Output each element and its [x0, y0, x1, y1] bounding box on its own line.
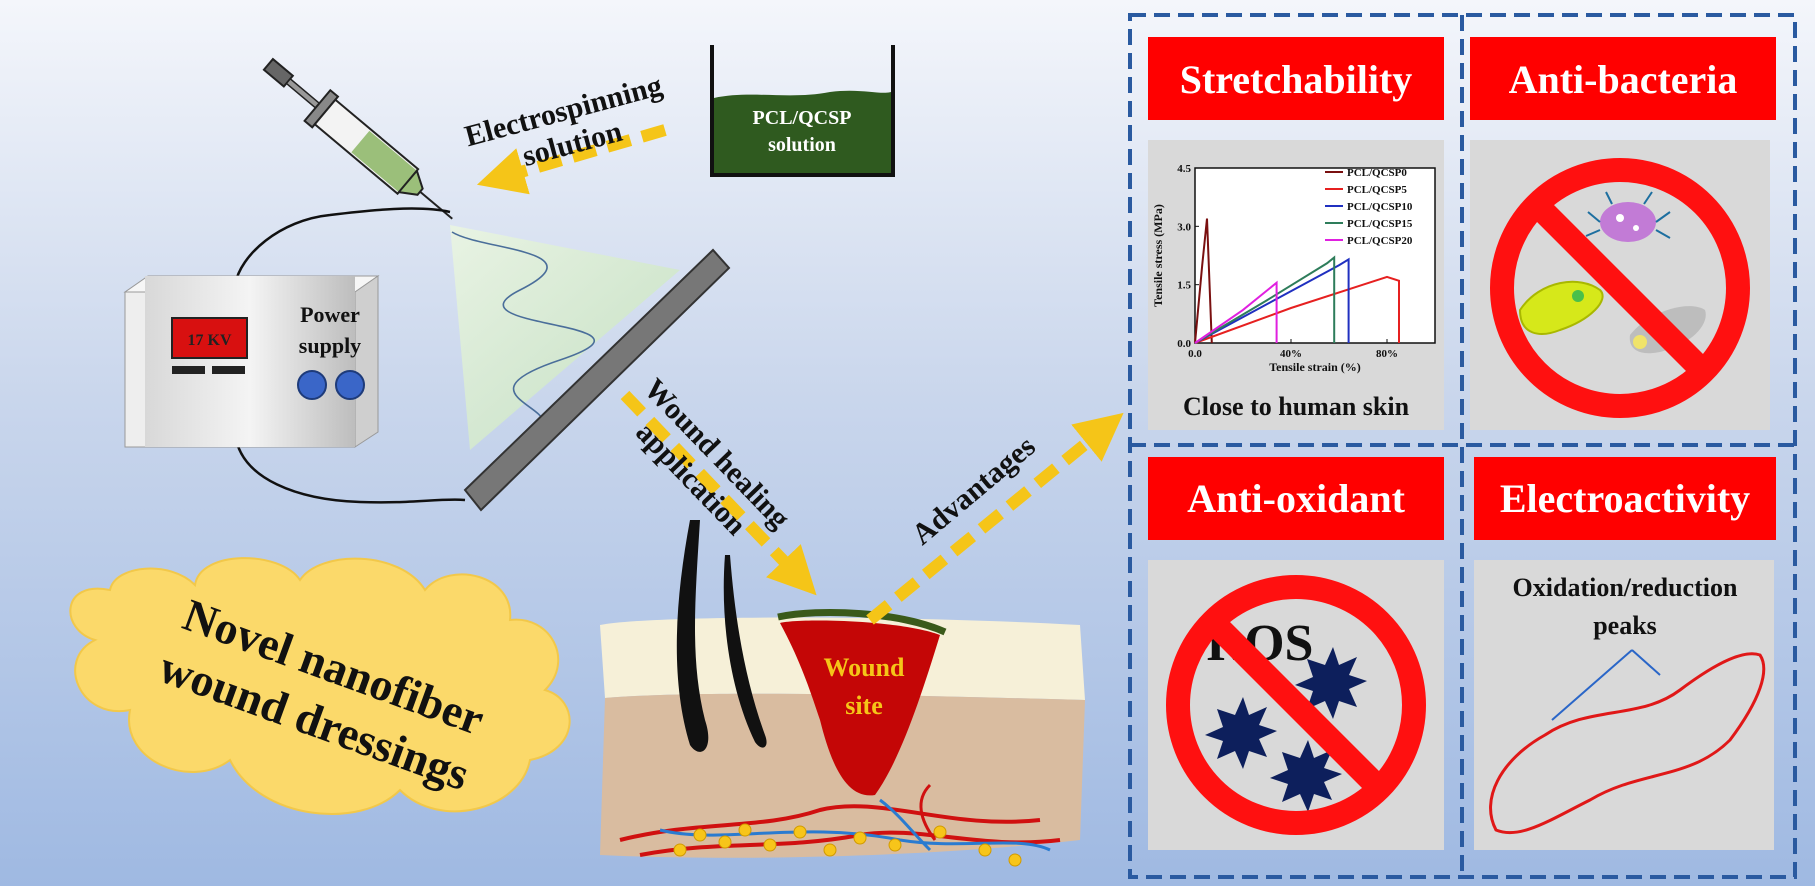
- electrospinning-arrow: Electrospinning solution: [461, 69, 667, 195]
- knob-right: [335, 370, 365, 400]
- legend-label: PCL/QCSP0: [1347, 167, 1407, 179]
- series-line-pcl-qcsp5: [1194, 275, 1400, 344]
- title-bar: [1148, 37, 1444, 120]
- voltage-display-text: 17 KV: [188, 332, 232, 349]
- ros-icon: ROS: [1205, 615, 1367, 812]
- ros-particle: [1205, 697, 1277, 769]
- title-cloud: Novel nanofiber wound dressings: [69, 557, 571, 815]
- caption-line-1: Oxidation/reduction: [1513, 573, 1738, 602]
- collector-plate: [463, 248, 731, 512]
- power-label-2: supply: [299, 333, 361, 358]
- panel-antibacteria: Anti-bacteria: [1470, 37, 1776, 430]
- panel-title: Electroactivity: [1500, 476, 1750, 521]
- solution-beaker: PCL/QCSP solution: [710, 45, 895, 177]
- panel-title: Anti-bacteria: [1509, 57, 1738, 102]
- skin-diagram: Wound site: [600, 520, 1085, 867]
- x-tick-label: 80%: [1376, 348, 1398, 360]
- x-tick-label: 0.0: [1188, 348, 1202, 360]
- x-tick-label: 40%: [1280, 348, 1302, 360]
- title-bar: [1148, 457, 1444, 540]
- wound-healing-arrow: Wound healing application: [620, 372, 817, 596]
- fiber-cone: [450, 225, 680, 450]
- panel-antioxidant: Anti-oxidant ROS: [1148, 457, 1444, 850]
- y-axis-label: Tensile stress (MPa): [1151, 204, 1165, 307]
- y-tick-label: 3.0: [1177, 221, 1191, 233]
- advantages-grid: [1128, 13, 1797, 879]
- hair-1: [676, 520, 709, 752]
- legend-label: PCL/QCSP15: [1347, 218, 1413, 230]
- advantages-arrow: Advantages: [866, 412, 1124, 625]
- series-line-pcl-qcsp20: [1194, 280, 1278, 344]
- cv-curve: [1489, 652, 1766, 835]
- syringe: [262, 57, 453, 220]
- prohibition-icon: [1490, 158, 1750, 418]
- voltage-display: [171, 317, 248, 359]
- series-line-pcl-qcsp10: [1194, 257, 1350, 344]
- wound-site: [780, 620, 940, 796]
- x-axis-label: Tensile strain (%): [1269, 360, 1361, 374]
- knob-left: [297, 370, 327, 400]
- wound-label-1: Wound: [824, 653, 905, 682]
- panel-title: Stretchability: [1180, 57, 1413, 102]
- beaker-label-2: solution: [768, 134, 836, 156]
- ros-particle: [1270, 740, 1342, 812]
- dressing-layer: [777, 608, 947, 636]
- series-line-pcl-qcsp0: [1194, 218, 1213, 344]
- prohibition-icon: [1166, 575, 1426, 835]
- series-line-pcl-qcsp15: [1194, 255, 1336, 344]
- chart-plot-area: [1194, 167, 1436, 344]
- legend-label: PCL/QCSP5: [1347, 184, 1407, 196]
- title-bar: [1470, 37, 1776, 120]
- y-tick-label: 4.5: [1177, 163, 1191, 175]
- wires: [233, 207, 466, 504]
- title-bar: [1474, 457, 1776, 540]
- legend-label: PCL/QCSP10: [1347, 201, 1413, 213]
- power-supply: 17 KV Power supply: [123, 275, 380, 448]
- wound-label-2: site: [845, 691, 883, 720]
- panel-title: Anti-oxidant: [1187, 476, 1405, 521]
- caption-line-2: peaks: [1593, 611, 1657, 640]
- hair-2: [723, 555, 767, 748]
- panel-caption: Close to human skin: [1183, 392, 1410, 421]
- legend-label: PCL/QCSP20: [1347, 235, 1413, 247]
- beaker-label-1: PCL/QCSP: [753, 107, 852, 129]
- y-tick-label: 0.0: [1177, 338, 1191, 350]
- ros-particle: [1295, 647, 1367, 719]
- panel-body: [1474, 560, 1774, 850]
- panel-stretchability: Stretchability 0.0 40% 80% 0.0 1.5 3.0 4.5Tens…: [1148, 37, 1444, 430]
- power-label-1: Power: [300, 302, 360, 327]
- y-tick-label: 1.5: [1177, 280, 1191, 292]
- peak-pointer: [1551, 649, 1661, 721]
- panel-electroactivity: Electroactivity Oxidation/reduction peak…: [1474, 457, 1776, 850]
